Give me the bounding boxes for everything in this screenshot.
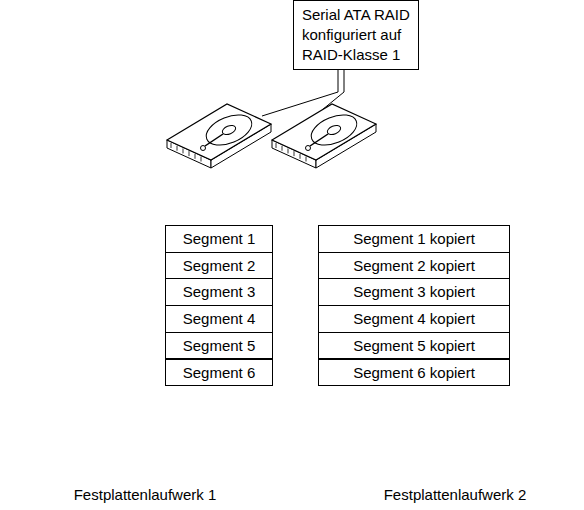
segment-label: Segment 4 <box>183 310 256 327</box>
segment-label: Segment 1 <box>183 230 256 247</box>
raid-controller-box: Serial ATA RAID konfiguriert auf RAID-Kl… <box>293 0 419 70</box>
table-cell: Segment 3 kopiert <box>318 278 510 306</box>
table-cell: Segment 6 <box>165 359 273 387</box>
table-cell: Segment 5 kopiert <box>318 332 510 360</box>
table-cell: Segment 4 kopiert <box>318 305 510 333</box>
table-cell: Segment 2 kopiert <box>318 252 510 280</box>
table-cell: Segment 1 kopiert <box>318 225 510 253</box>
segment-label: Segment 2 kopiert <box>353 257 475 274</box>
table-cell: Segment 3 <box>165 278 273 306</box>
segment-label: Segment 4 kopiert <box>353 310 475 327</box>
segment-label: Segment 3 kopiert <box>353 283 475 300</box>
segment-label: Segment 1 kopiert <box>353 230 475 247</box>
table-cell: Segment 1 <box>165 225 273 253</box>
table-cell: Segment 4 <box>165 305 273 333</box>
drive-caption: Festplattenlaufwerk 1 <box>45 485 245 505</box>
segment-label: Segment 5 kopiert <box>353 337 475 354</box>
drive-label: Festplattenlaufwerk 2 <box>384 486 527 503</box>
hard-drive-icon <box>167 104 271 168</box>
drive-label: Festplattenlaufwerk 1 <box>74 486 217 503</box>
hard-drive-icon <box>272 104 376 168</box>
table-cell: Segment 6 kopiert <box>318 359 510 387</box>
drive-caption: Festplattenlaufwerk 2 <box>355 485 555 505</box>
segment-label: Segment 2 <box>183 257 256 274</box>
segment-label: Segment 3 <box>183 283 256 300</box>
table-cell: Segment 5 <box>165 332 273 360</box>
segment-label: Segment 5 <box>183 337 256 354</box>
box-label: Serial ATA RAID konfiguriert auf RAID-Kl… <box>302 5 410 65</box>
table-cell: Segment 2 <box>165 252 273 280</box>
segment-label: Segment 6 kopiert <box>353 364 475 381</box>
segment-label: Segment 6 <box>183 364 256 381</box>
